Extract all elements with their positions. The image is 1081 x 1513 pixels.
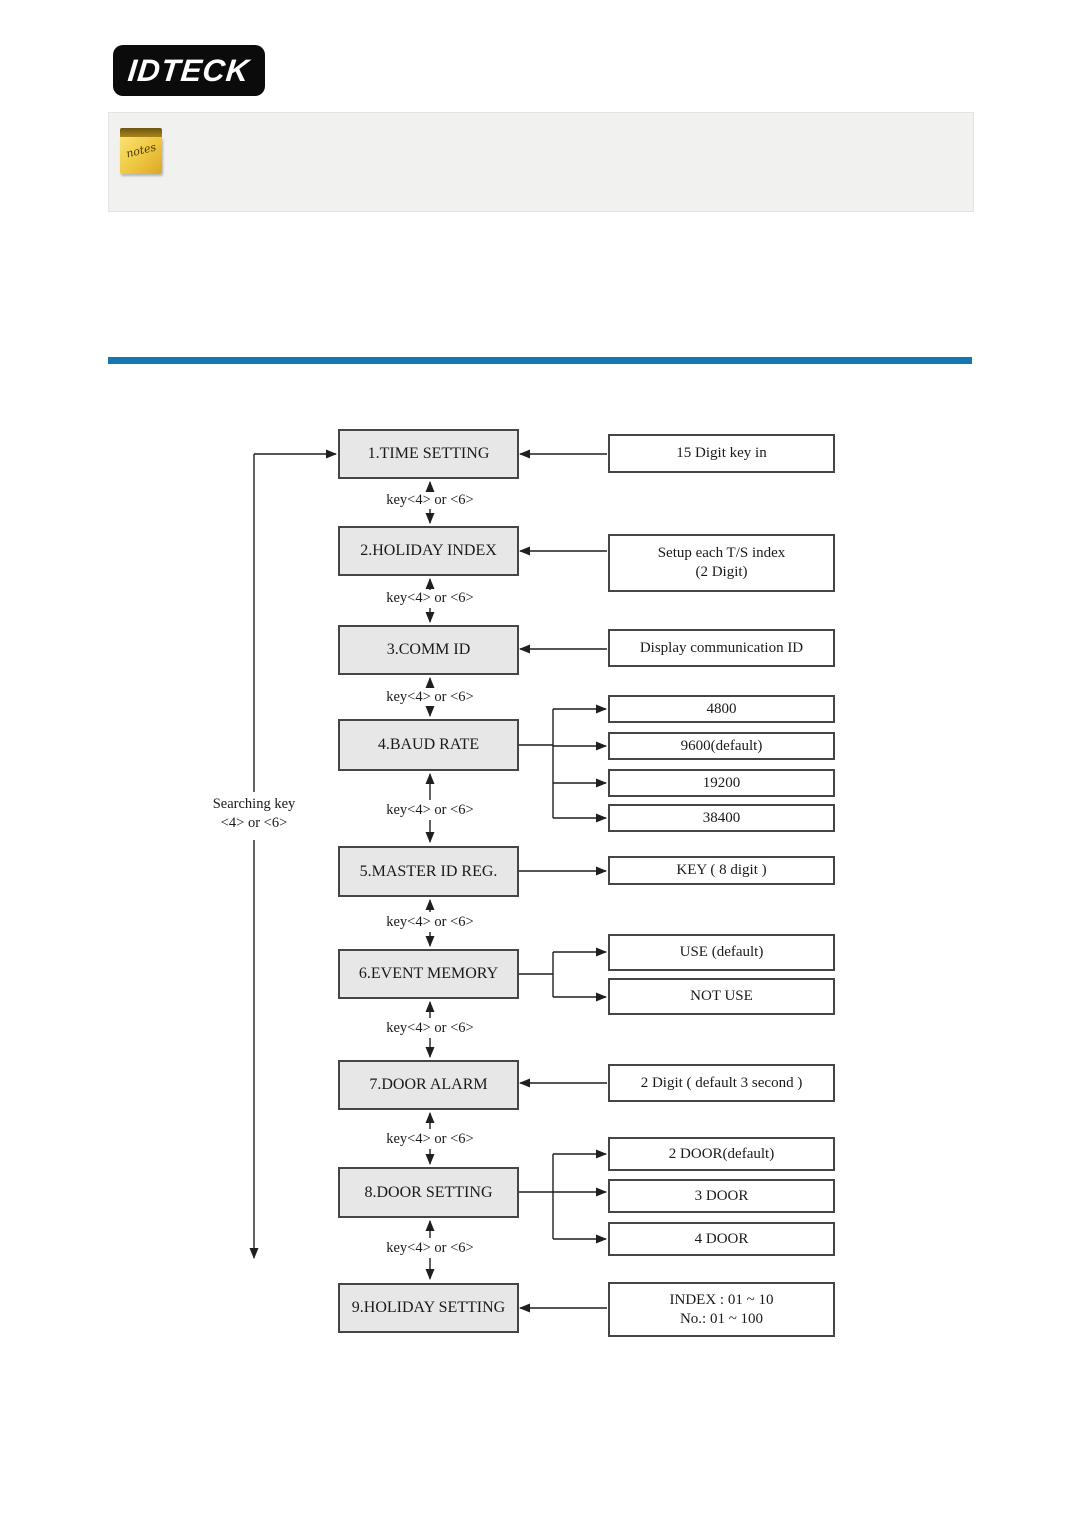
option-text: NOT USE (690, 988, 753, 1004)
notes-icon: notes (120, 128, 162, 174)
flow-step-door-alarm: 7.DOOR ALARM (338, 1060, 519, 1110)
section-divider (108, 357, 972, 364)
flow-step-master-id-reg: 5.MASTER ID REG. (338, 846, 519, 897)
note-panel: notes (108, 112, 974, 212)
flow-option-4800: 4800 (608, 695, 835, 723)
flow-step-baud-rate: 4.BAUD RATE (338, 719, 519, 771)
key-nav-label: key<4> or <6> (386, 492, 474, 508)
option-text: Display communication ID (639, 639, 804, 656)
flow-option-holiday-index-range: INDEX : 01 ~ 10 No.: 01 ~ 100 (608, 1282, 835, 1337)
flow-option-9600-default: 9600(default) (608, 732, 835, 760)
key-nav-label: key<4> or <6> (386, 1131, 474, 1147)
option-text: 15 Digit key in (676, 445, 767, 461)
flow-option-15-digit-key-in: 15 Digit key in (608, 434, 835, 473)
key-nav-label: key<4> or <6> (386, 689, 474, 705)
flow-option-4-door: 4 DOOR (608, 1222, 835, 1256)
option-text: 2 Digit ( default 3 second ) (640, 1074, 803, 1091)
flow-option-38400: 38400 (608, 804, 835, 832)
option-text: 2 DOOR(default) (668, 1145, 775, 1162)
flow-step-comm-id: 3.COMM ID (338, 625, 519, 675)
key-nav-label: key<4> or <6> (386, 1240, 474, 1256)
flow-step-time-setting: 1.TIME SETTING (338, 429, 519, 479)
flow-option-display-comm-id: Display communication ID (608, 629, 835, 667)
searching-key-line1: Searching key (212, 796, 296, 812)
flow-step-door-setting: 8.DOOR SETTING (338, 1167, 519, 1218)
option-text: 3 DOOR (694, 1187, 749, 1204)
flow-option-not-use: NOT USE (608, 978, 835, 1015)
option-text: USE (default) (679, 944, 764, 960)
flow-option-use-default: USE (default) (608, 934, 835, 971)
flow-option-key-8-digit: KEY ( 8 digit ) (608, 856, 835, 885)
key-nav-label: key<4> or <6> (386, 914, 474, 930)
searching-key-line2: <4> or <6> (220, 815, 288, 831)
option-text: Setup each T/S index (657, 545, 786, 561)
option-text: No.: 01 ~ 100 (679, 1310, 764, 1327)
flow-option-3-door: 3 DOOR (608, 1179, 835, 1213)
option-text: 19200 (702, 774, 741, 791)
option-text: 9600(default) (680, 737, 763, 754)
flow-option-19200: 19200 (608, 769, 835, 797)
idteck-logo: IDTECK (113, 45, 265, 96)
flow-step-event-memory: 6.EVENT MEMORY (338, 949, 519, 999)
flow-option-setup-ts-index: Setup each T/S index (2 Digit) (608, 534, 835, 592)
searching-key-label: Searching key <4> or <6> (174, 795, 334, 833)
option-text: INDEX : 01 ~ 10 (669, 1291, 774, 1308)
key-nav-label: key<4> or <6> (386, 1020, 474, 1036)
idteck-logo-text: IDTECK (126, 52, 252, 88)
flow-step-holiday-index: 2.HOLIDAY INDEX (338, 526, 519, 576)
option-text: (2 Digit) (695, 564, 748, 580)
flow-option-2-digit-default-3-second: 2 Digit ( default 3 second ) (608, 1064, 835, 1102)
option-text: 4800 (706, 700, 737, 717)
option-text: 4 DOOR (694, 1230, 749, 1247)
flow-option-2-door-default: 2 DOOR(default) (608, 1137, 835, 1171)
flow-step-holiday-setting: 9.HOLIDAY SETTING (338, 1283, 519, 1333)
key-nav-label: key<4> or <6> (386, 590, 474, 606)
option-text: KEY ( 8 digit ) (676, 862, 767, 878)
key-nav-label: key<4> or <6> (386, 802, 474, 818)
notes-icon-strip (120, 128, 162, 137)
notes-icon-paper (120, 137, 162, 174)
option-text: 38400 (702, 809, 741, 826)
